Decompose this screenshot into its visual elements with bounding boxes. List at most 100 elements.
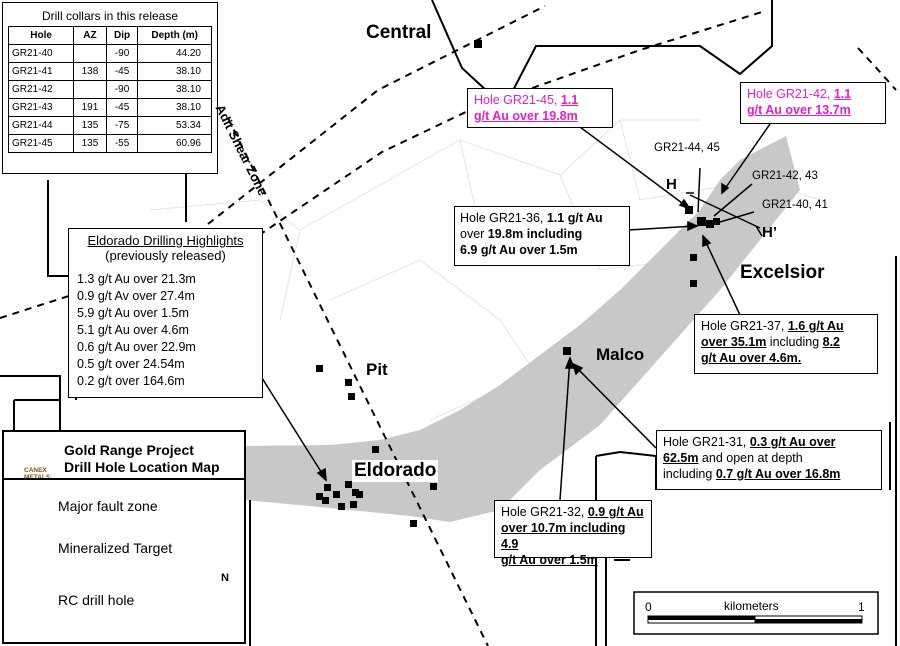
cell: -90 <box>105 80 139 99</box>
callout-text: Hole GR21-37, <box>701 319 788 333</box>
callout-grade: 1.1 <box>833 87 852 101</box>
scale-end-label: 1 <box>858 600 865 614</box>
col-header: Hole <box>7 26 75 45</box>
scale-start-label: 0 <box>645 600 652 614</box>
legend-title-line: Drill Hole Location Map <box>64 459 220 475</box>
cell: 135 <box>73 116 107 135</box>
cell: -90 <box>105 44 139 63</box>
highlight-line: 0.9 g/t Av over 27.4m <box>77 289 195 303</box>
callout-grade: 1.1 <box>560 93 579 107</box>
callout-text: Hole GR21-36, <box>460 211 547 225</box>
cell: GR21-43 <box>7 98 75 117</box>
callout-text: over <box>460 227 488 241</box>
highlights-title: Eldorado Drilling Highlights <box>87 233 244 248</box>
label-gr21-42-43: GR21-42, 43 <box>752 170 818 182</box>
callout-grade: 1.6 g/t Au <box>787 319 844 333</box>
callout-text: Hole GR21-32, <box>501 505 588 519</box>
claim-boundaries <box>149 119 821 421</box>
callout-gr21-42: Hole GR21-42, 1.1 g/t Au over 13.7m <box>740 82 886 124</box>
label-gr21-40-41: GR21-40, 41 <box>762 199 828 211</box>
callout-interval: 19.8m including <box>487 227 583 241</box>
callout-interval: g/t Au over 13.7m <box>747 103 851 117</box>
callout-text: including <box>663 467 716 481</box>
cell: GR21-45 <box>7 134 75 153</box>
cell: 38.10 <box>137 62 212 81</box>
cell: -45 <box>105 98 139 117</box>
col-header: AZ <box>73 26 107 45</box>
callout-interval: over 35.1m <box>701 335 767 349</box>
label-pit: Pit <box>366 360 388 379</box>
logo-line: CANEX <box>24 467 47 474</box>
callout-text: and open at depth <box>698 451 803 465</box>
callout-grade: 8.2 <box>822 335 841 349</box>
callout-gr21-32: Hole GR21-32, 0.9 g/t Au over 10.7m incl… <box>494 500 652 567</box>
cell: GR21-44 <box>7 116 75 135</box>
label-section-h-prime: H’ <box>762 224 777 241</box>
label-malco: Malco <box>596 345 645 365</box>
cell: 38.10 <box>137 80 212 99</box>
callout-gr21-31: Hole GR21-31, 0.3 g/t Au over 62.5m and … <box>656 430 882 490</box>
cell: 60.96 <box>137 134 212 153</box>
cell: -75 <box>105 116 139 135</box>
cell: GR21-40 <box>7 44 75 63</box>
legend-divider <box>4 478 244 480</box>
highlight-line: 0.6 g/t Au over 22.9m <box>77 340 196 354</box>
callout-grade: 0.9 g/t Au <box>587 505 644 519</box>
collars-title: Drill collars in this release <box>41 9 179 23</box>
legend-box: CANEX METALS Gold Range Project Drill Ho… <box>2 430 246 644</box>
callout-interval: g/t Au over 1.5m <box>501 553 598 567</box>
cell: 135 <box>73 134 107 153</box>
callout-text: Hole GR21-31, <box>663 435 750 449</box>
callout-interval: 0.7 g/t Au over 16.8m <box>715 467 841 481</box>
scale-bar <box>647 615 863 624</box>
callout-text: including <box>766 335 823 349</box>
callout-interval: g/t Au over 19.8m <box>474 109 578 123</box>
cell: 138 <box>73 62 107 81</box>
cell: 53.34 <box>137 116 212 135</box>
highlight-line: 1.3 g/t Au over 21.3m <box>77 272 196 286</box>
cell <box>73 44 107 63</box>
logo-text: CANEX METALS <box>24 467 50 481</box>
legend-item: Mineralized Target <box>58 540 173 556</box>
callout-text: Hole GR21-45, <box>474 93 561 107</box>
mineralized-target-zone <box>245 136 800 522</box>
section-line-h <box>686 192 763 237</box>
eldorado-highlights-box: Eldorado Drilling Highlights (previously… <box>68 228 263 398</box>
callout-text: Hole GR21-42, <box>747 87 834 101</box>
callout-grade: 1.1 g/t Au <box>546 211 603 225</box>
highlight-line: 0.2 g/t over 164.6m <box>77 374 185 388</box>
highlights-subtitle: (previously released) <box>105 248 226 263</box>
cell: -55 <box>105 134 139 153</box>
callout-arrows <box>261 123 771 501</box>
rc-drill-holes <box>316 40 720 527</box>
label-section-h: H <box>666 176 677 193</box>
cell: GR21-41 <box>7 62 75 81</box>
callout-interval: 62.5m <box>663 451 699 465</box>
label-excelsior: Excelsior <box>740 262 825 283</box>
cell: 38.10 <box>137 98 212 117</box>
callout-gr21-45: Hole GR21-45, 1.1 g/t Au over 19.8m <box>467 88 613 128</box>
highlight-line: 0.5 g/t over 24.54m <box>77 357 185 371</box>
drill-collars-table-box: Drill collars in this release Hole AZ Di… <box>2 2 218 174</box>
legend-title-line: Gold Range Project <box>64 442 194 458</box>
col-header: Dip <box>105 26 139 45</box>
callout-gr21-36: Hole GR21-36, 1.1 g/t Au over 19.8m incl… <box>454 206 630 266</box>
callout-interval: over 10.7m including <box>501 521 626 535</box>
scale-bar-box <box>633 591 879 635</box>
cell: 191 <box>73 98 107 117</box>
callout-gr21-37: Hole GR21-37, 1.6 g/t Au over 35.1m incl… <box>694 314 878 374</box>
legend-item: RC drill hole <box>58 592 135 608</box>
scale-unit-label: kilometers <box>724 599 779 613</box>
callout-grade: 4.9 <box>501 537 519 551</box>
cell: -45 <box>105 62 139 81</box>
cell <box>73 80 107 99</box>
callout-interval: g/t Au over 4.6m. <box>701 351 802 365</box>
callout-interval: 6.9 g/t Au over 1.5m <box>460 243 578 257</box>
